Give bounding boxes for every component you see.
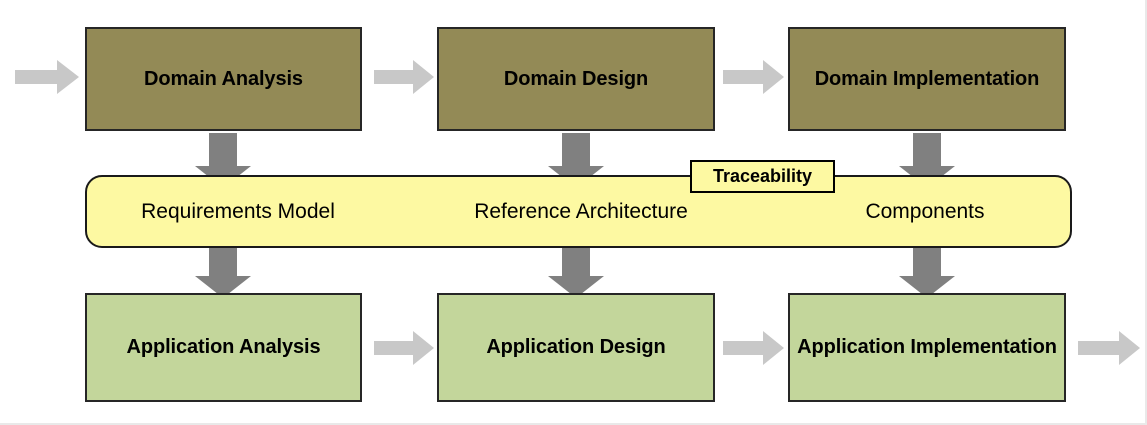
application-design-box[interactable]: Application Design [437,293,715,402]
domain-entry-arrow [15,58,79,96]
application-implementation-box[interactable]: Application Implementation [788,293,1066,402]
domain-analysis-to-design-arrow [374,58,434,96]
domain-design-to-reference-architecture-arrow [548,133,604,188]
domain-analysis-to-requirements-model-arrow [195,133,251,188]
core-asset-band[interactable] [85,175,1072,248]
domain-implementation-label: Domain Implementation [814,67,1040,90]
domain-design-box[interactable]: Domain Design [437,27,715,131]
asset-components-label: Components [865,200,985,223]
domain-analysis-label: Domain Analysis [144,67,303,90]
components-to-application-implementation-arrow [899,243,955,298]
requirements-model-to-application-analysis-arrow [195,243,251,298]
domain-design-to-implementation-arrow [723,58,784,96]
asset-reference-architecture-label: Reference Architecture [474,200,688,223]
application-design-label: Application Design [486,336,666,358]
application-analysis-to-design-arrow [374,329,434,367]
domain-design-label: Domain Design [503,67,649,90]
domain-implementation-box[interactable]: Domain Implementation [788,27,1066,131]
application-analysis-label: Application Analysis [126,336,321,358]
domain-analysis-box[interactable]: Domain Analysis [85,27,362,131]
traceability-label: Traceability [712,166,813,186]
application-implementation-label: Application Implementation [797,336,1057,358]
asset-requirements-model-label: Requirements Model [141,200,335,223]
reference-architecture-to-application-design-arrow [548,243,604,298]
application-design-to-implementation-arrow [723,329,784,367]
application-analysis-box[interactable]: Application Analysis [85,293,362,402]
traceability-callout[interactable]: Traceability [690,160,835,193]
application-exit-arrow [1078,329,1140,367]
domain-implementation-to-components-arrow [899,133,955,188]
